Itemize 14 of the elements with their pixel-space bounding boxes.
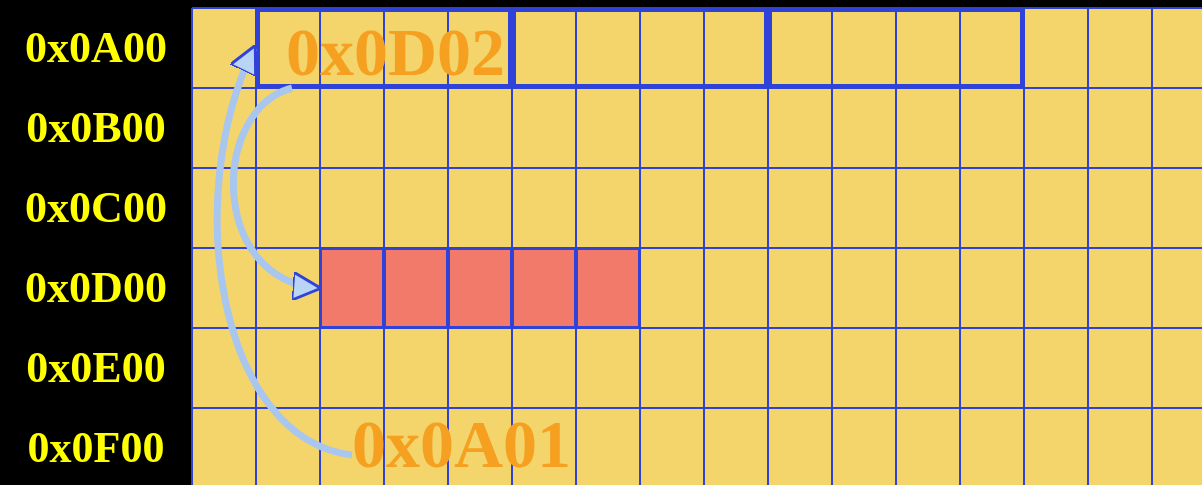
highlighted-memory-cell [320,248,384,328]
curved-arrow [213,44,353,459]
highlighted-memory-cell [384,248,448,328]
address-label: 0x0D00 [24,262,168,314]
pointer-cell-group [768,8,1024,88]
address-label: 0x0F00 [26,422,166,474]
highlighted-memory-cell [576,248,640,328]
address-label: 0x0E00 [25,342,167,394]
address-label: 0x0B00 [25,102,167,154]
highlighted-memory-cell [448,248,512,328]
pointer-cell-group [512,8,768,88]
address-label: 0x0C00 [24,182,168,234]
address-label: 0x0A00 [24,22,168,74]
highlighted-memory-cell [512,248,576,328]
